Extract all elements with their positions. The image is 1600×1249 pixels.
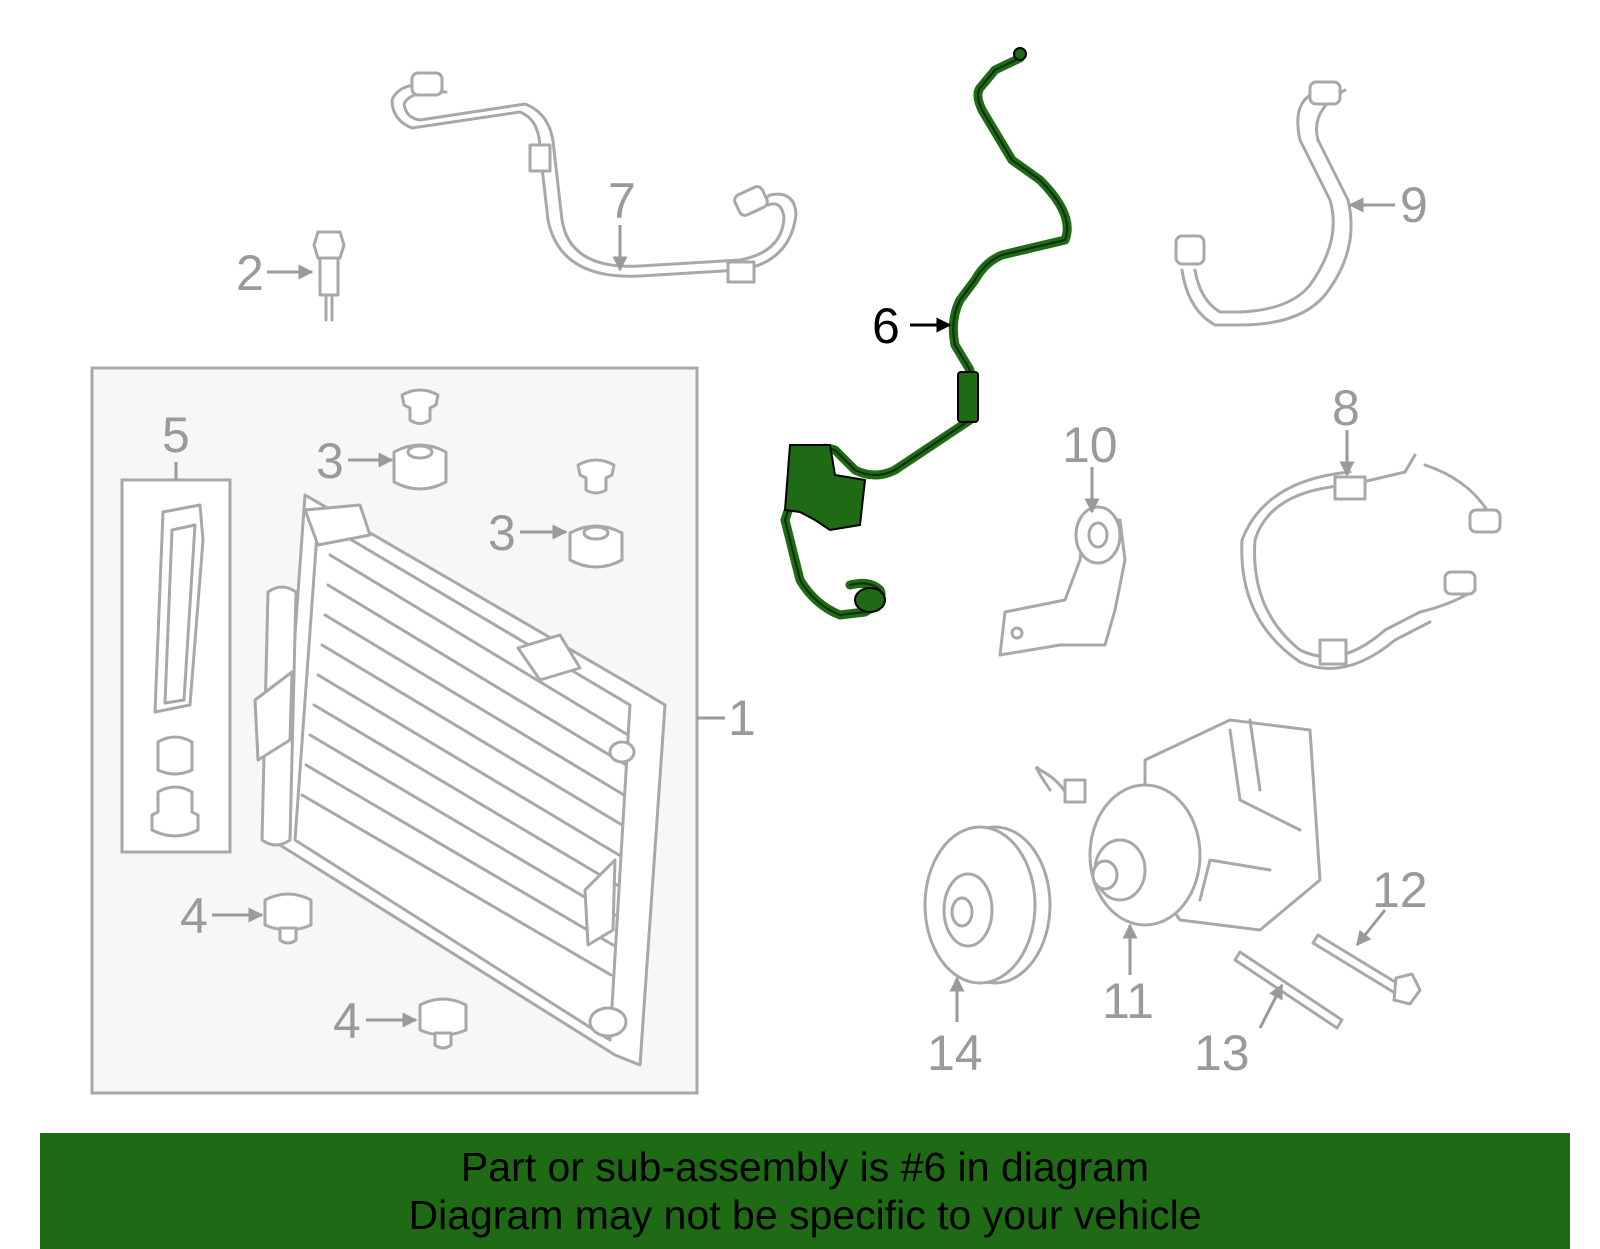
callout-6: 6 — [872, 298, 900, 354]
callout-10: 10 — [1062, 417, 1118, 473]
callout-4-lower: 4 — [333, 993, 361, 1049]
ac-parts-diagram: 1 2 3 3 4 4 5 6 7 8 9 10 11 12 13 14 — [90, 47, 1502, 1095]
callout-2: 2 — [236, 245, 264, 301]
callout-pointers — [212, 197, 1395, 1029]
callout-14: 14 — [927, 1025, 983, 1081]
callout-5: 5 — [162, 407, 190, 463]
part-12-13-bolts — [1233, 933, 1422, 1030]
part-4-mounts — [263, 892, 468, 1050]
part-7-hose — [390, 71, 798, 284]
footer-banner: Part or sub-assembly is #6 in diagram Di… — [40, 1133, 1570, 1249]
callout-3-upper: 3 — [316, 433, 344, 489]
part-8-hose — [1240, 453, 1502, 670]
footer-notice-line-2: Diagram may not be specific to your vehi… — [408, 1192, 1202, 1238]
callout-labels: 1 2 3 3 4 4 5 6 7 8 9 10 11 12 13 14 — [162, 173, 1428, 1081]
callout-3-lower: 3 — [488, 505, 516, 561]
part-3-cushions — [392, 388, 624, 569]
callout-9: 9 — [1400, 177, 1428, 233]
part-10-bracket — [998, 505, 1127, 657]
footer-notice-line-1: Part or sub-assembly is #6 in diagram — [460, 1144, 1150, 1190]
callout-11: 11 — [1102, 973, 1154, 1029]
callout-7: 7 — [608, 173, 636, 229]
part-11-compressor — [1035, 718, 1322, 932]
part-5-desiccant — [150, 503, 205, 838]
callout-8: 8 — [1332, 380, 1360, 436]
part-2-valve — [312, 230, 346, 322]
part-6-highlighted-line — [780, 47, 1072, 620]
callout-12: 12 — [1372, 862, 1428, 918]
callout-13: 13 — [1194, 1025, 1250, 1081]
condenser-illustration — [253, 493, 667, 1067]
callout-1: 1 — [728, 690, 756, 746]
part-14-pulley — [923, 825, 1052, 985]
part-9-hose — [1174, 80, 1353, 327]
callout-4-upper: 4 — [180, 888, 208, 944]
